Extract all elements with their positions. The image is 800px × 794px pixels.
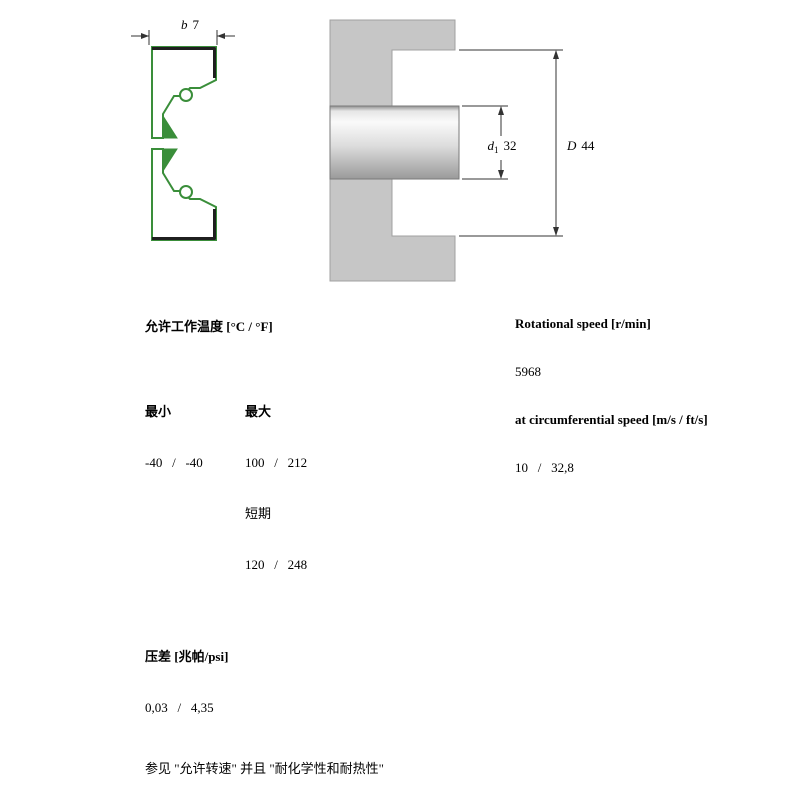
- temperature-table: 最小 -40 / -40 最大 100 / 212 短期 120 / 248: [145, 369, 384, 607]
- short-term-value: 120 / 248: [245, 557, 308, 572]
- seal-cross-section: [150, 46, 218, 242]
- temperature-title: 允许工作温度 [°C / °F]: [145, 319, 273, 334]
- specs-right-block: Rotational speed [r/min] 5968 at circumf…: [515, 284, 708, 492]
- specs-left-block: 允许工作温度 [°C / °F] 最小 -40 / -40 最大 100 / 2…: [145, 284, 384, 794]
- circumferential-speed-value: 10 / 32,8: [515, 460, 574, 475]
- max-value: 100 / 212: [245, 455, 308, 470]
- pressure-value: 0,03 / 4,35: [145, 700, 214, 715]
- shaft: [329, 105, 460, 180]
- seal-bottom-half: [150, 147, 218, 242]
- seal-top-half: [151, 46, 217, 139]
- short-term-label: 短期: [245, 506, 272, 521]
- b-arrow-left: [141, 33, 149, 39]
- seal-spring-circle: [179, 88, 193, 102]
- min-header: 最小: [145, 404, 172, 419]
- b-arrow-right: [217, 33, 225, 39]
- mounting-diagram: [329, 19, 460, 282]
- d1-arrow-top: [498, 106, 504, 115]
- rotational-speed-title: Rotational speed [r/min]: [515, 316, 651, 331]
- housing-lower: [329, 178, 456, 282]
- temperature-min-column: 最小 -40 / -40: [145, 369, 245, 607]
- D-arrow-bottom: [553, 227, 559, 236]
- seal-lip: [162, 114, 178, 139]
- circumferential-speed-title: at circumferential speed [m/s / ft/s]: [515, 412, 708, 427]
- d1-arrow-bottom: [498, 170, 504, 179]
- min-value: -40 / -40: [145, 455, 203, 470]
- see-also-note: 参见 "允许转速" 并且 "耐化学性和耐热性": [145, 761, 384, 776]
- temperature-max-column: 最大 100 / 212 短期 120 / 248: [245, 369, 307, 607]
- D-arrow-top: [553, 50, 559, 59]
- pressure-title: 压差 [兆帕/psi]: [145, 649, 229, 664]
- housing-upper: [329, 19, 456, 107]
- rotational-speed-value: 5968: [515, 364, 541, 379]
- max-header: 最大: [245, 404, 272, 419]
